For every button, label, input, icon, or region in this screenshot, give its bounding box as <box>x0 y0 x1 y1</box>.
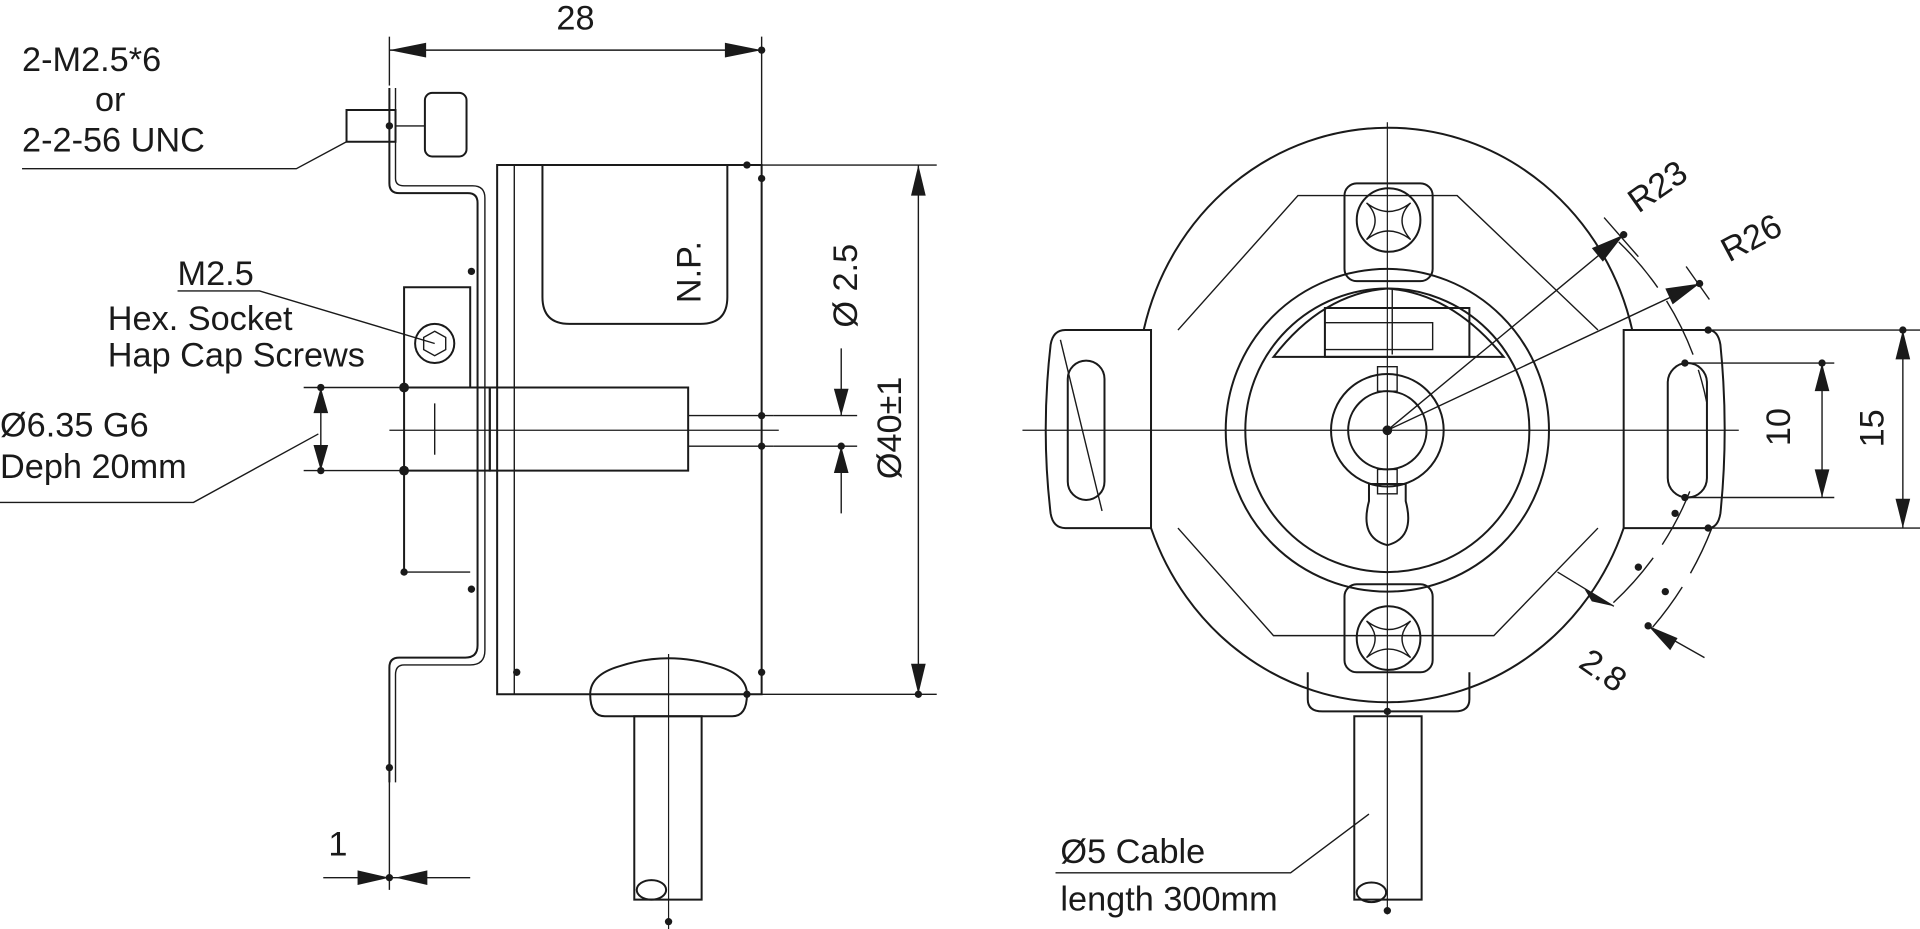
cable <box>634 716 701 899</box>
bottom-screw-icon <box>1357 606 1421 670</box>
top-screw-icon <box>1357 188 1421 252</box>
hub-outer <box>1331 374 1444 486</box>
body-dim-label: Ø40±1 <box>871 377 909 480</box>
tab-width-label: 15 <box>1853 409 1891 447</box>
shaft <box>490 387 688 470</box>
slot-offset-label: 2.8 <box>1573 642 1634 700</box>
mounting-bracket <box>389 88 477 782</box>
flange-dim-label: 1 <box>328 826 347 864</box>
right-tab <box>1624 330 1725 528</box>
nameplate-outline <box>542 165 727 324</box>
side-view: 28 2-M2.5*6 or 2-2-56 UNC M2.5 Hex. Sock… <box>0 0 937 929</box>
radius-outer-label: R26 <box>1715 207 1788 270</box>
hex-socket <box>415 324 454 363</box>
hex-screw-line1: M2.5 <box>178 255 254 293</box>
screw-spec-line3: 2-2-56 UNC <box>22 122 205 160</box>
cable-line2: length 300mm <box>1060 881 1277 919</box>
radius-inner-label: R23 <box>1621 153 1694 220</box>
encoder-body <box>497 165 761 694</box>
nameplate-label: N.P. <box>670 241 708 303</box>
left-tab <box>1046 330 1151 528</box>
hole-dim-label: Ø 2.5 <box>827 244 865 328</box>
shaft-line1: Ø6.35 G6 <box>0 406 149 444</box>
shaft-line2: Deph 20mm <box>0 448 187 486</box>
cable-line1: Ø5 Cable <box>1060 833 1205 871</box>
screw-spec-line2: or <box>95 81 125 119</box>
cable-front <box>1354 716 1421 899</box>
cable-gland <box>590 658 747 716</box>
bottom-clamp <box>1344 584 1432 672</box>
slot-width-label: 10 <box>1760 408 1798 446</box>
screw-head <box>425 93 467 157</box>
left-slot <box>1068 361 1105 500</box>
cable-gland-front <box>1308 672 1470 711</box>
hex-screw-line2: Hex. Socket <box>108 300 293 338</box>
outer-ring <box>1226 269 1549 592</box>
width-dim-label: 28 <box>556 0 594 37</box>
hex-screw-line3: Hap Cap Screws <box>108 337 365 375</box>
front-view: R23 R26 10 15 2.8 Ø5 Cable length 300mm <box>1022 122 1920 919</box>
outer-housing <box>1144 128 1633 703</box>
screw-spec-line1: 2-M2.5*6 <box>22 41 161 79</box>
top-clamp <box>1344 183 1432 281</box>
